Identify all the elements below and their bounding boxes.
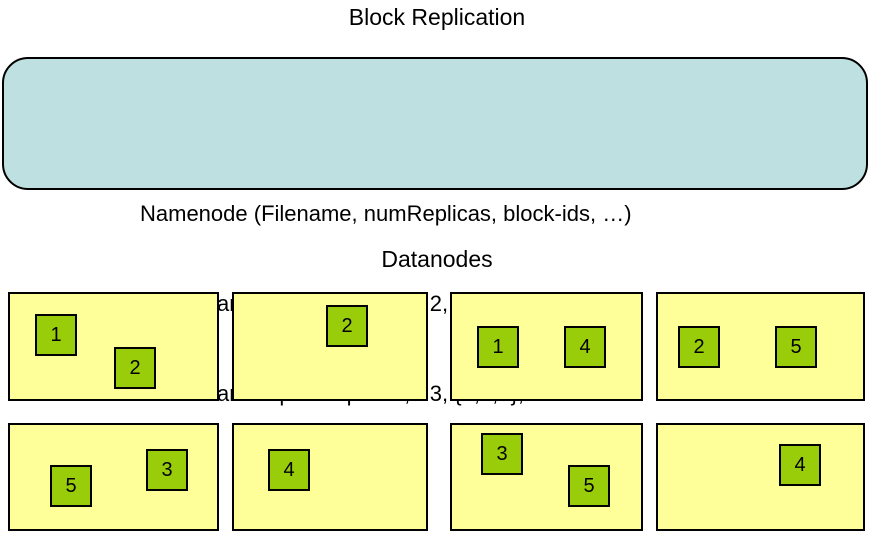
block-id-label: 3 <box>496 442 508 465</box>
block-replica[interactable]: 4 <box>779 444 821 486</box>
page-title: Block Replication <box>348 4 526 30</box>
datanode-2[interactable]: 2 <box>232 292 428 401</box>
block-replica[interactable]: 4 <box>564 326 606 368</box>
namenode-line-1: Namenode (Filename, numReplicas, block-i… <box>140 201 632 226</box>
datanode-6[interactable]: 4 <box>232 423 428 531</box>
block-id-label: 1 <box>50 323 62 346</box>
block-replica[interactable]: 5 <box>568 465 610 507</box>
block-replica[interactable]: 2 <box>114 347 156 389</box>
block-replica[interactable]: 5 <box>775 326 817 368</box>
block-id-label: 4 <box>283 458 295 481</box>
block-id-label: 5 <box>65 474 77 497</box>
block-id-label: 2 <box>693 335 705 358</box>
block-replica[interactable]: 3 <box>146 449 188 491</box>
block-replica[interactable]: 3 <box>481 433 523 475</box>
block-replica[interactable]: 2 <box>678 326 720 368</box>
block-id-label: 5 <box>583 474 595 497</box>
block-replica[interactable]: 5 <box>50 465 92 507</box>
block-id-label: 2 <box>341 314 353 337</box>
block-id-label: 4 <box>794 453 806 476</box>
datanodes-label: Datanodes <box>381 246 493 272</box>
block-id-label: 5 <box>790 335 802 358</box>
block-id-label: 4 <box>579 335 591 358</box>
block-id-label: 1 <box>492 335 504 358</box>
block-replica[interactable]: 4 <box>268 449 310 491</box>
datanode-8[interactable]: 4 <box>656 423 865 531</box>
namenode-panel: Namenode (Filename, numReplicas, block-i… <box>2 57 868 406</box>
block-replica[interactable]: 2 <box>326 305 368 347</box>
block-id-label: 3 <box>161 458 173 481</box>
block-id-label: 2 <box>129 356 141 379</box>
block-replica[interactable]: 1 <box>477 326 519 368</box>
block-replica[interactable]: 1 <box>35 314 77 356</box>
